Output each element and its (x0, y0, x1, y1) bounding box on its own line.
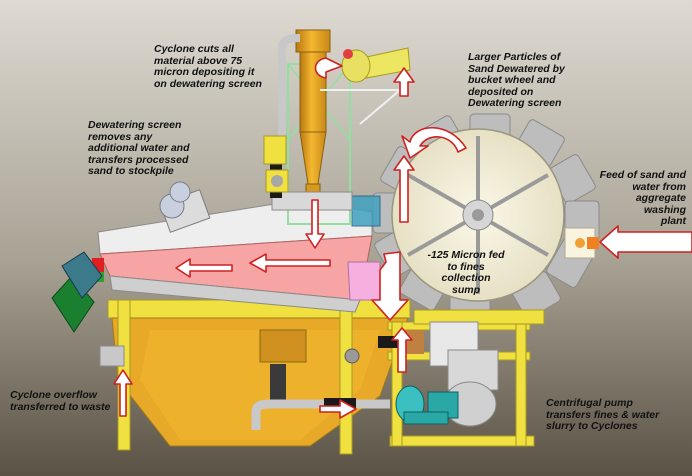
arrow-overflow (113, 369, 133, 417)
label-dewatering-screen: Dewatering screen removes any additional… (88, 119, 190, 177)
arrow-to-cyclone-top (393, 67, 415, 97)
label-larger-particles: Larger Particles of Sand Dewatered by bu… (468, 51, 565, 109)
label-feed: Feed of sand and water from aggregate wa… (599, 169, 686, 227)
arrow-to-sump (371, 251, 409, 321)
arrow-feed-in (599, 225, 692, 259)
arrow-pump-up (391, 327, 413, 373)
arrow-pipe (319, 399, 357, 419)
arrow-wheel-up (393, 155, 415, 223)
label-cyclone-overflow: Cyclone overflow transferred to waste (10, 389, 111, 413)
dewatering-screen (51, 181, 381, 333)
arrow-cyclone-swirl (314, 57, 343, 79)
label-fines-sump: -125 Micron fed to fines collection sump (427, 249, 505, 296)
label-centrifugal-pump: Centrifugal pump transfers fines & water… (546, 397, 660, 432)
arrow-screen-1 (249, 253, 331, 273)
arrow-cyclone-down (305, 199, 325, 249)
label-cyclone-cut: Cyclone cuts all material above 75 micro… (154, 43, 262, 90)
arrow-wheel-rotation (401, 126, 467, 159)
arrow-screen-2 (175, 258, 233, 278)
flow-arrows (113, 57, 692, 419)
feed-box (564, 227, 599, 259)
